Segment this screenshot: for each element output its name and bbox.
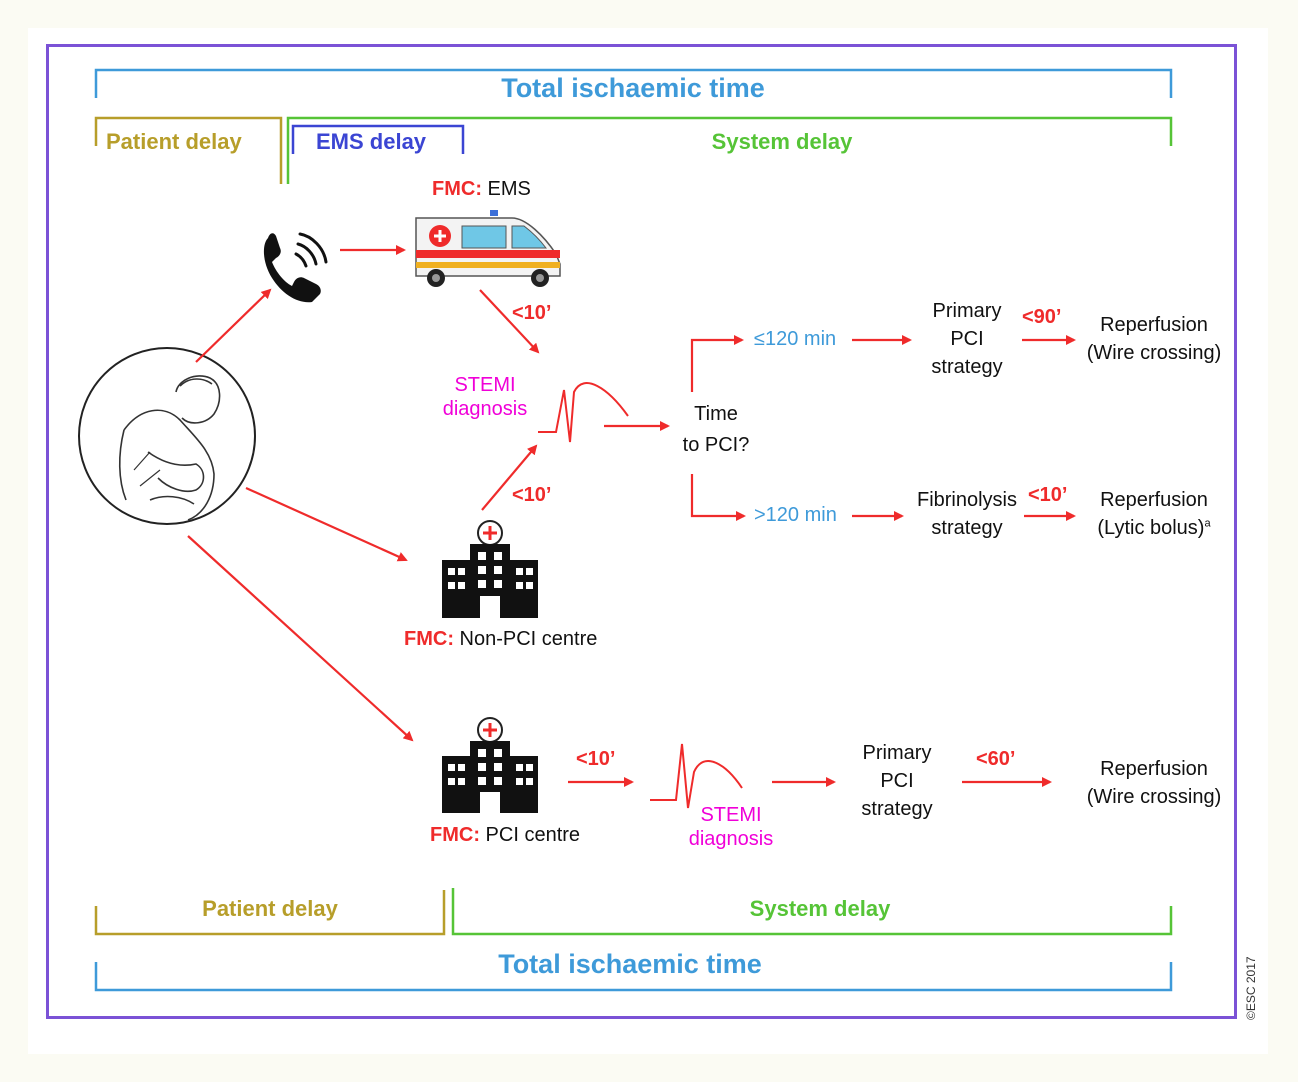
patient-delay-bracket-bottom — [94, 890, 446, 936]
stemi-diagnosis-line2: diagnosis — [442, 398, 528, 420]
copyright-notice: ©ESC 2017 — [1244, 956, 1258, 1020]
slow-strategy-line2: strategy — [931, 517, 1003, 539]
ecg-trace-icon-pci — [650, 743, 743, 809]
fmc-pci-label: FMC: PCI centre — [430, 824, 580, 847]
fmc-prefix: FMC: — [432, 178, 482, 200]
fast-strategy-line3: strategy — [931, 356, 1003, 378]
pci-hospital-icon — [442, 717, 538, 813]
ecg-trace-icon — [538, 382, 629, 443]
pci-diagnosis-line2: diagnosis — [688, 828, 774, 850]
fmc-place-non-pci: Non-PCI centre — [459, 628, 598, 650]
ems-delay-bracket — [291, 124, 465, 154]
total-time-bracket-bottom — [94, 962, 1173, 992]
arrow-decision-to-slow — [690, 474, 746, 521]
arrow-ems-to-diagnosis — [479, 289, 540, 354]
phone-icon — [263, 232, 328, 303]
slow-time: <10’ — [1028, 484, 1068, 506]
pci-outcome-line1: Reperfusion — [1100, 758, 1208, 780]
patient-delay-label-bottom: Patient delay — [202, 896, 338, 921]
pci-outcome-line2: (Wire crossing) — [1086, 786, 1222, 808]
ems-to-diagnosis-time: <10’ — [512, 302, 552, 324]
background-panel — [28, 28, 1268, 1054]
non-pci-to-diagnosis-time: <10’ — [512, 484, 552, 506]
system-delay-label-bottom: System delay — [749, 896, 891, 921]
footnote-marker: a — [1204, 517, 1211, 530]
system-delay-bracket-bottom — [451, 888, 1173, 936]
fast-time: <90’ — [1022, 306, 1062, 328]
patient-delay-label-top: Patient delay — [106, 129, 242, 154]
ems-delay-label: EMS delay — [316, 129, 427, 154]
arrow-patient-to-non-pci — [245, 486, 408, 562]
fast-strategy-line2: PCI — [950, 328, 984, 350]
slow-strategy-line1: Fibrinolysis — [916, 489, 1018, 511]
arrow-decision-to-fast — [690, 335, 744, 392]
pci-strategy-line2: PCI — [880, 770, 914, 792]
fast-outcome-line1: Reperfusion — [1100, 314, 1208, 336]
decision-line2: to PCI? — [682, 434, 750, 456]
fast-strategy-line1: Primary — [932, 300, 1002, 322]
pci-diagnosis-line1: STEMI — [700, 804, 762, 826]
fmc-place-pci: PCI centre — [485, 824, 581, 846]
total-time-bracket-top — [94, 68, 1173, 98]
system-delay-bracket-top — [286, 116, 1173, 184]
decision-line1: Time — [694, 403, 738, 425]
fmc-prefix: FMC: — [404, 628, 454, 650]
fmc-ems-label: FMC: EMS — [432, 178, 531, 201]
total-ischaemic-time-label-top: Total ischaemic time — [501, 73, 765, 103]
total-ischaemic-time-label-bottom: Total ischaemic time — [498, 949, 762, 979]
diagram-frame — [46, 44, 1237, 1019]
slow-outcome-text: (Lytic bolus) — [1097, 517, 1205, 539]
arrow-non-pci-to-diagnosis — [481, 444, 538, 511]
pci-strategy-line1: Primary — [862, 742, 932, 764]
fast-branch-condition: ≤120 min — [754, 328, 837, 350]
fmc-non-pci-label: FMC: Non-PCI centre — [404, 628, 597, 651]
arrow-patient-to-pci — [187, 535, 414, 742]
arrow-patient-to-phone — [195, 288, 272, 363]
non-pci-hospital-icon — [442, 520, 538, 618]
fmc-place-ems: EMS — [487, 178, 531, 200]
fmc-prefix: FMC: — [430, 824, 480, 846]
ambulance-icon — [415, 210, 561, 287]
pci-strategy-line3: strategy — [861, 798, 933, 820]
slow-outcome-line2: (Lytic bolus)a — [1097, 517, 1210, 540]
system-delay-label-top: System delay — [711, 129, 853, 154]
fast-outcome-line2: (Wire crossing) — [1086, 342, 1222, 364]
patient-delay-bracket-top — [94, 116, 283, 184]
stemi-diagnosis-line1: STEMI — [454, 374, 516, 396]
pci-time: <60’ — [976, 748, 1016, 770]
patient-chest-pain-illustration — [78, 347, 256, 525]
pci-to-diagnosis-time: <10’ — [576, 748, 616, 770]
slow-outcome-line1: Reperfusion — [1100, 489, 1208, 511]
slow-branch-condition: >120 min — [754, 504, 837, 526]
